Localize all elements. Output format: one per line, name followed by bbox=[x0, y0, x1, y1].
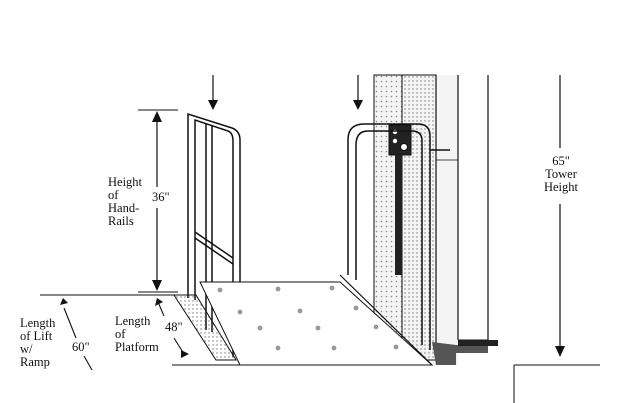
platform-length-label: Length of Platform bbox=[115, 315, 159, 354]
label-line: Height bbox=[543, 180, 579, 194]
label-line: Height bbox=[108, 175, 143, 189]
label-line: of bbox=[115, 327, 126, 341]
label-line: of bbox=[108, 188, 119, 202]
right-handrail bbox=[347, 123, 450, 350]
lift-length-label: Length of Lift w/ Ramp bbox=[20, 317, 55, 369]
tower bbox=[373, 74, 498, 365]
handrail-height-dimension bbox=[138, 109, 178, 293]
label-line: Length bbox=[20, 317, 56, 330]
lift-length-value: 60" bbox=[72, 340, 90, 354]
label-line: Ramp bbox=[20, 355, 50, 369]
label-line: Rails bbox=[108, 214, 134, 228]
tower-height-label: 65" Tower Height bbox=[538, 155, 584, 194]
label-line: 65" bbox=[552, 154, 570, 168]
label-line: Length bbox=[115, 314, 151, 328]
top-arrows bbox=[208, 75, 363, 110]
label-line: Tower bbox=[545, 167, 577, 181]
handrail-height-value: 36" bbox=[152, 190, 170, 204]
ground-lines bbox=[40, 294, 600, 403]
platform-length-dimension bbox=[155, 298, 189, 358]
platform bbox=[173, 274, 456, 366]
handrail-height-label: Height of Hand- Rails bbox=[108, 176, 142, 228]
label-line: Hand- bbox=[108, 201, 140, 215]
label-line: Platform bbox=[115, 340, 159, 354]
lift-length-dimension bbox=[60, 298, 93, 371]
label-line: w/ bbox=[20, 342, 33, 356]
tower-height-dimension bbox=[555, 75, 565, 357]
platform-length-value: 48" bbox=[165, 320, 183, 334]
label-line: of Lift bbox=[20, 329, 53, 343]
